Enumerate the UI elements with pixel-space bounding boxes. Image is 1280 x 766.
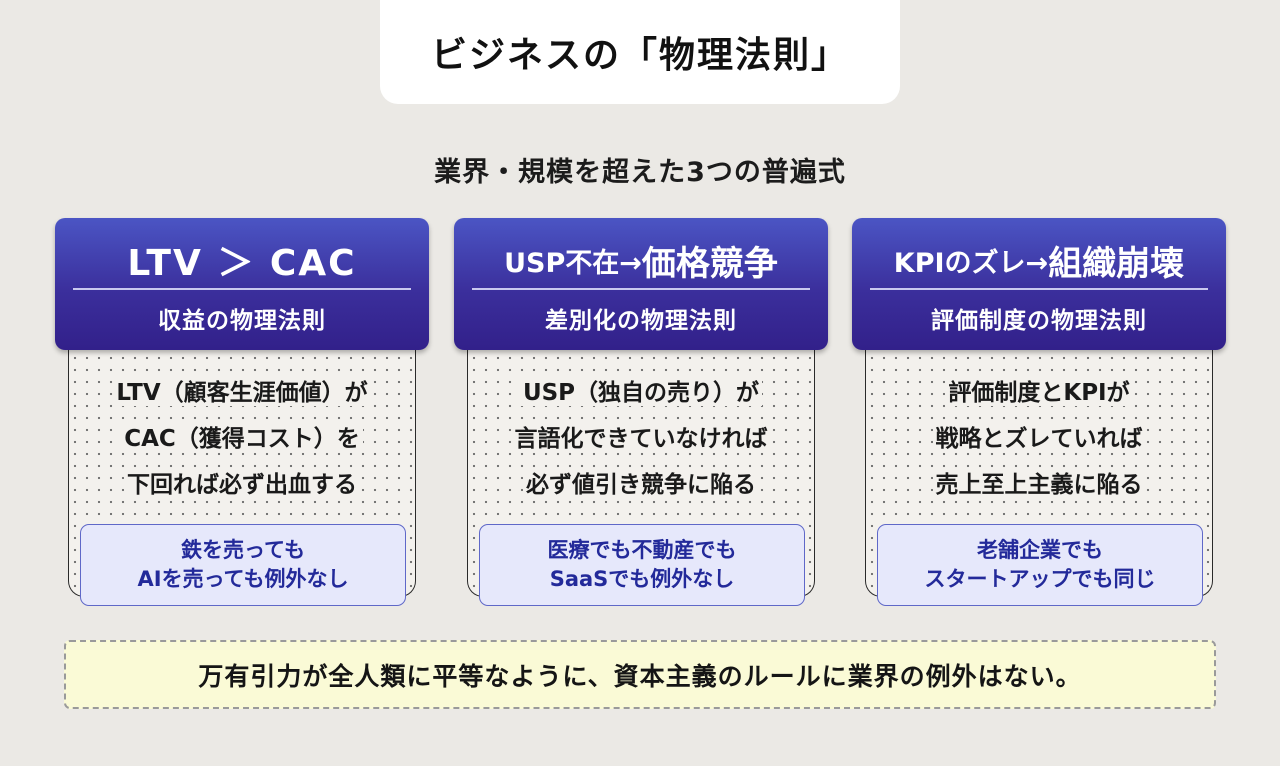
law-card-kpi: KPIのズレ→組織崩壊 評価制度の物理法則 評価制度とKPIが 戦略とズレていれ… [852, 218, 1226, 610]
card-header: USP不在→価格競争 差別化の物理法則 [454, 218, 828, 350]
card-law-label: 収益の物理法則 [158, 308, 326, 334]
page-title: ビジネスの「物理法則」 [430, 35, 849, 76]
note-line: スタートアップでも同じ [924, 567, 1156, 591]
card-description: 評価制度とKPIが 戦略とズレていれば 売上至上主義に陥る [852, 370, 1226, 508]
description-line: USP（独自の売り）が [519, 380, 763, 406]
card-heading: KPIのズレ→組織崩壊 [852, 234, 1226, 286]
conclusion-box: 万有引力が全人類に平等なように、資本主義のルールに業界の例外はない。 [64, 640, 1216, 709]
note-line: 医療でも不動産でも [547, 538, 737, 562]
card-law-label: 差別化の物理法則 [545, 308, 737, 334]
note-line: SaaSでも例外なし [549, 567, 735, 591]
description-line: CAC（獲得コスト）を [121, 426, 363, 452]
law-card-usp: USP不在→価格競争 差別化の物理法則 USP（独自の売り）が 言語化できていな… [454, 218, 828, 610]
card-heading-prefix: USP不在→ [504, 247, 642, 279]
card-heading-emphasis: 価格競争 [641, 243, 778, 284]
note-line: 鉄を売っても [181, 538, 305, 562]
card-header: KPIのズレ→組織崩壊 評価制度の物理法則 [852, 218, 1226, 350]
description-line: 必ず値引き競争に陥る [523, 472, 759, 498]
card-header: LTV ＞ CAC 収益の物理法則 [55, 218, 429, 350]
note-line: AIを売っても例外なし [137, 567, 349, 591]
description-line: 売上至上主義に陥る [932, 472, 1146, 498]
card-description: USP（独自の売り）が 言語化できていなければ 必ず値引き競争に陥る [454, 370, 828, 508]
header-divider [472, 288, 810, 290]
description-line: 言語化できていなければ [511, 426, 771, 452]
card-law-label: 評価制度の物理法則 [931, 308, 1147, 334]
title-banner: ビジネスの「物理法則」 [380, 0, 900, 104]
card-note: 老舗企業でも スタートアップでも同じ [877, 524, 1203, 606]
card-heading: USP不在→価格競争 [454, 234, 828, 286]
note-line: 老舗企業でも [977, 538, 1103, 562]
law-card-ltv-cac: LTV ＞ CAC 収益の物理法則 LTV（顧客生涯価値）が CAC（獲得コスト… [55, 218, 429, 610]
description-line: 評価制度とKPIが [945, 380, 1133, 406]
card-heading-emphasis: 組織崩壊 [1048, 243, 1185, 284]
card-description: LTV（顧客生涯価値）が CAC（獲得コスト）を 下回れば必ず出血する [55, 370, 429, 508]
card-heading-prefix: KPIのズレ→ [893, 247, 1049, 279]
header-divider [870, 288, 1208, 290]
description-line: 戦略とズレていれば [932, 426, 1146, 452]
description-line: 下回れば必ず出血する [124, 472, 360, 498]
card-note: 医療でも不動産でも SaaSでも例外なし [479, 524, 805, 606]
header-divider [73, 288, 411, 290]
card-note: 鉄を売っても AIを売っても例外なし [80, 524, 406, 606]
conclusion-text: 万有引力が全人類に平等なように、資本主義のルールに業界の例外はない。 [198, 661, 1082, 691]
page-subtitle: 業界・規模を超えた3つの普遍式 [434, 157, 846, 188]
description-line: LTV（顧客生涯価値）が [113, 380, 371, 406]
card-heading: LTV ＞ CAC [127, 243, 357, 284]
